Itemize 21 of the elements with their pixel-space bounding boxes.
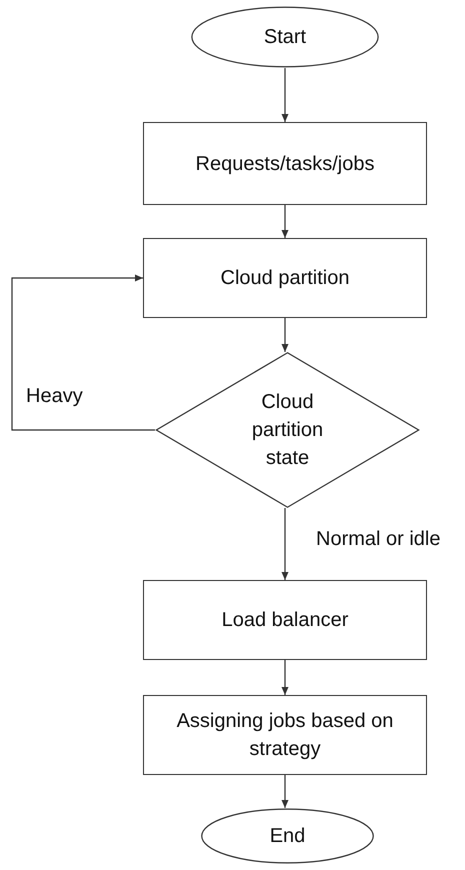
terminal-ellipse <box>200 808 375 864</box>
node-label: Cloud partition <box>220 266 350 291</box>
node-label: Load balancer <box>220 608 350 633</box>
terminal-ellipse <box>190 6 380 68</box>
arrow <box>282 660 288 695</box>
process-box <box>143 695 427 775</box>
node-label: Start <box>262 25 308 50</box>
node-label: Cloud partition state <box>250 390 324 471</box>
arrow <box>282 318 288 352</box>
decision-diamond <box>155 352 420 508</box>
process-box <box>143 580 427 660</box>
node-label: Requests/tasks/jobs <box>194 152 376 176</box>
node-label: End <box>268 824 306 849</box>
process-box <box>143 122 427 205</box>
node-label: Assigning jobs based on strategy <box>176 709 394 762</box>
arrow <box>282 68 288 122</box>
process-box <box>143 238 427 318</box>
arrow <box>282 508 288 580</box>
arrow <box>11 274 155 431</box>
arrow <box>282 775 288 808</box>
arrow <box>282 205 288 238</box>
